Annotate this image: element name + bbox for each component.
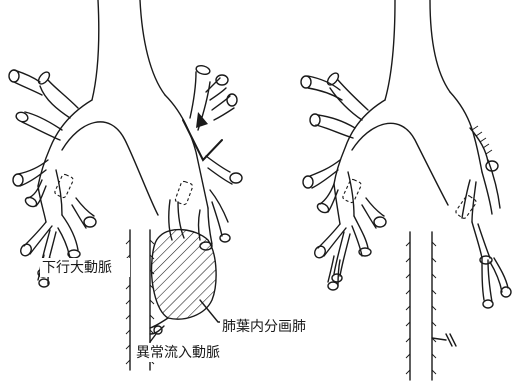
right-trachea bbox=[385, 0, 450, 100]
left-upper-branch-1-end bbox=[36, 70, 51, 86]
right-lower-branch-b-end bbox=[332, 274, 342, 282]
right-upper-branch-2 bbox=[316, 115, 355, 138]
left-llower-branch-1-end bbox=[230, 173, 242, 183]
right-descending-aorta bbox=[410, 232, 432, 380]
resection-line bbox=[183, 120, 222, 160]
left-llower-branch-1 bbox=[206, 156, 232, 184]
leader-anomalous bbox=[150, 334, 156, 342]
label-anomalous-artery: 異常流入動脈 bbox=[136, 345, 220, 361]
anomalous-artery-origin bbox=[154, 326, 162, 334]
label-intralobar-sequestration: 肺葉内分画肺 bbox=[222, 319, 306, 335]
resection-arrow bbox=[196, 112, 208, 128]
right-upper-branch-3-end bbox=[301, 76, 311, 88]
left-trachea bbox=[92, 0, 165, 100]
right-lower-branch-d-end bbox=[374, 217, 386, 227]
ligated-artery-stump bbox=[432, 334, 456, 346]
left-lupper-branch-1-end bbox=[195, 64, 211, 75]
right-upper-branch-1 bbox=[330, 80, 368, 120]
left-lupper-branch-3-end bbox=[227, 94, 237, 106]
right-mid-branch-1-end bbox=[303, 176, 313, 188]
left-main-bronchus-right bbox=[38, 100, 92, 186]
right-carina bbox=[352, 123, 448, 205]
label-descending-aorta: 下行大動脈 bbox=[42, 260, 112, 276]
right-lower-branch-a-end bbox=[313, 244, 328, 259]
right-lower-branch-b bbox=[334, 232, 350, 276]
right-upper-branch-2-end bbox=[310, 114, 320, 126]
sequestration-mass bbox=[152, 230, 217, 320]
left-mid-branch-1-end bbox=[13, 174, 23, 186]
left-upper-branch-1 bbox=[40, 80, 78, 118]
left-lower-branch-c bbox=[58, 215, 78, 258]
right-lower-trunk bbox=[334, 172, 354, 224]
right-left-branch-2 bbox=[472, 222, 490, 258]
right-main-bronchus-left bbox=[450, 92, 482, 172]
left-llower-branch-2-end bbox=[220, 234, 230, 242]
left-lower-branch-d-end bbox=[84, 217, 96, 227]
right-lower-branch-e-end bbox=[328, 282, 338, 290]
right-left-branch-1 bbox=[462, 180, 476, 222]
left-lower-branch-d bbox=[72, 198, 94, 228]
right-left-branch-3-end bbox=[483, 300, 493, 308]
left-diagram: 下行大動脈 肺葉内分画肺 異常流入動脈 bbox=[9, 0, 324, 370]
right-lower-branch-d bbox=[362, 198, 384, 228]
left-main-bronchus-left bbox=[165, 95, 208, 208]
left-stump-right bbox=[54, 173, 74, 198]
left-upper-branch-3-end bbox=[9, 70, 19, 82]
right-diagram bbox=[301, 0, 511, 380]
left-carina bbox=[62, 122, 158, 215]
left-llower-branch-2 bbox=[210, 190, 228, 236]
left-lower-branch-a-end bbox=[19, 242, 34, 257]
right-main-bronchus-right bbox=[334, 100, 385, 184]
left-lupper-branch-3 bbox=[212, 96, 234, 120]
